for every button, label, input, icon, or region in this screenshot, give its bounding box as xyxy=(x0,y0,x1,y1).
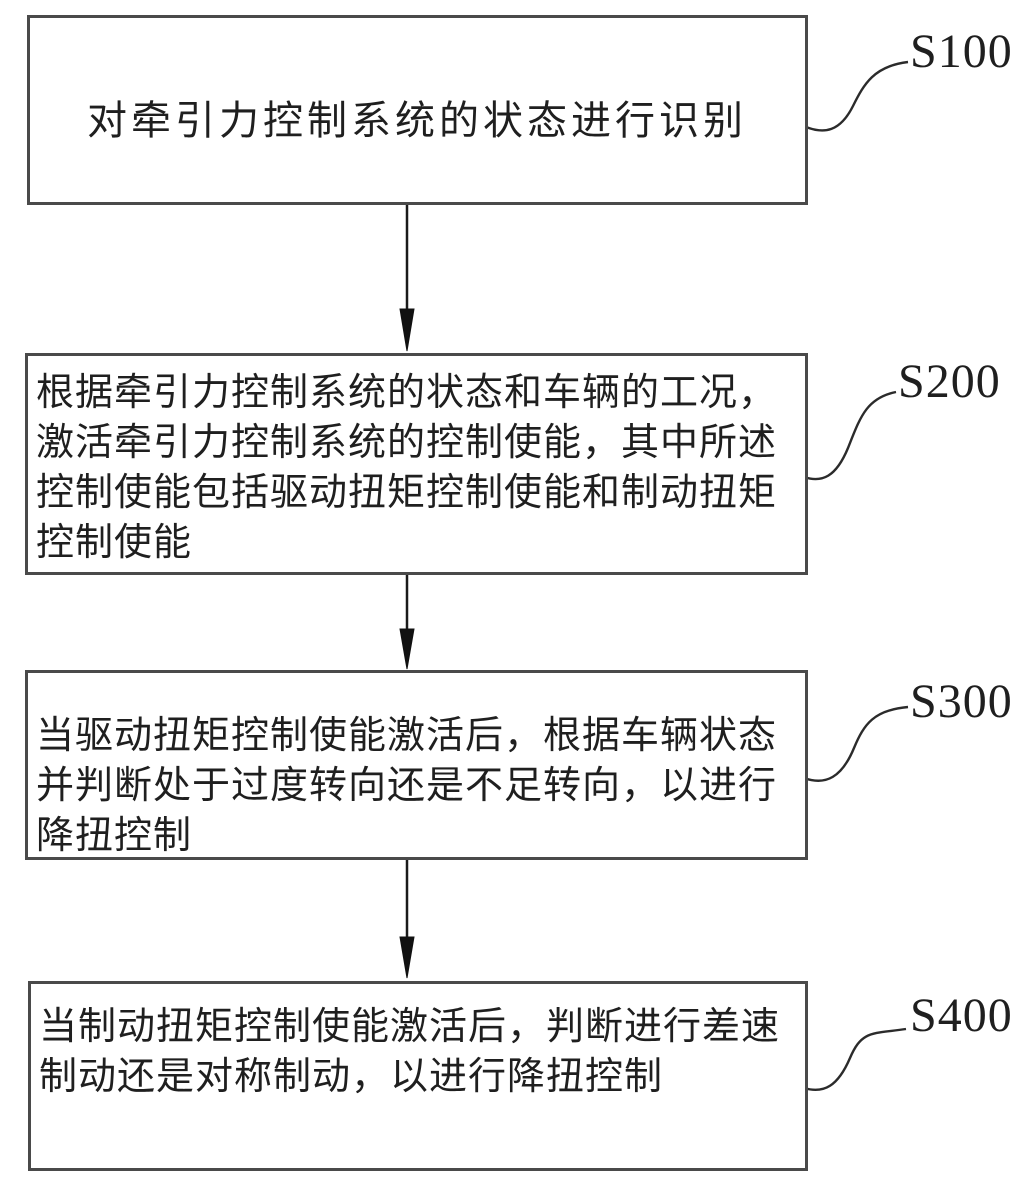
step-box-s100: 对牵引力控制系统的状态进行识别 xyxy=(27,15,808,205)
leader-line-s300 xyxy=(803,705,909,782)
step-label-s400: S400 xyxy=(910,989,1013,1042)
leader-line-s200 xyxy=(803,390,897,481)
flow-arrow-2 xyxy=(399,575,415,670)
step-label-s300: S300 xyxy=(910,675,1013,728)
step-text-s100: 对牵引力控制系统的状态进行识别 xyxy=(87,98,747,143)
step-box-s300: 当驱动扭矩控制使能激活后，根据车辆状态并判断处于过度转向还是不足转向，以进行降扭… xyxy=(25,670,808,860)
step-box-s200: 根据牵引力控制系统的状态和车辆的工况，激活牵引力控制系统的控制使能，其中所述控制… xyxy=(25,353,808,575)
step-text-s200: 根据牵引力控制系统的状态和车辆的工况，激活牵引力控制系统的控制使能，其中所述控制… xyxy=(36,372,778,564)
step-text-s300: 当驱动扭矩控制使能激活后，根据车辆状态并判断处于过度转向还是不足转向，以进行降扭… xyxy=(36,715,778,857)
step-box-s400: 当制动扭矩控制使能激活后，判断进行差速制动还是对称制动，以进行降扭控制 xyxy=(28,981,808,1171)
flow-arrow-3 xyxy=(399,860,415,979)
step-label-s200: S200 xyxy=(898,355,1001,408)
step-label-s100: S100 xyxy=(910,25,1013,78)
step-text-s400: 当制动扭矩控制使能激活后，判断进行差速制动还是对称制动，以进行降扭控制 xyxy=(39,1006,781,1098)
leader-line-s100 xyxy=(805,60,909,132)
flow-arrow-1 xyxy=(399,205,415,352)
leader-line-s400 xyxy=(803,1027,907,1092)
